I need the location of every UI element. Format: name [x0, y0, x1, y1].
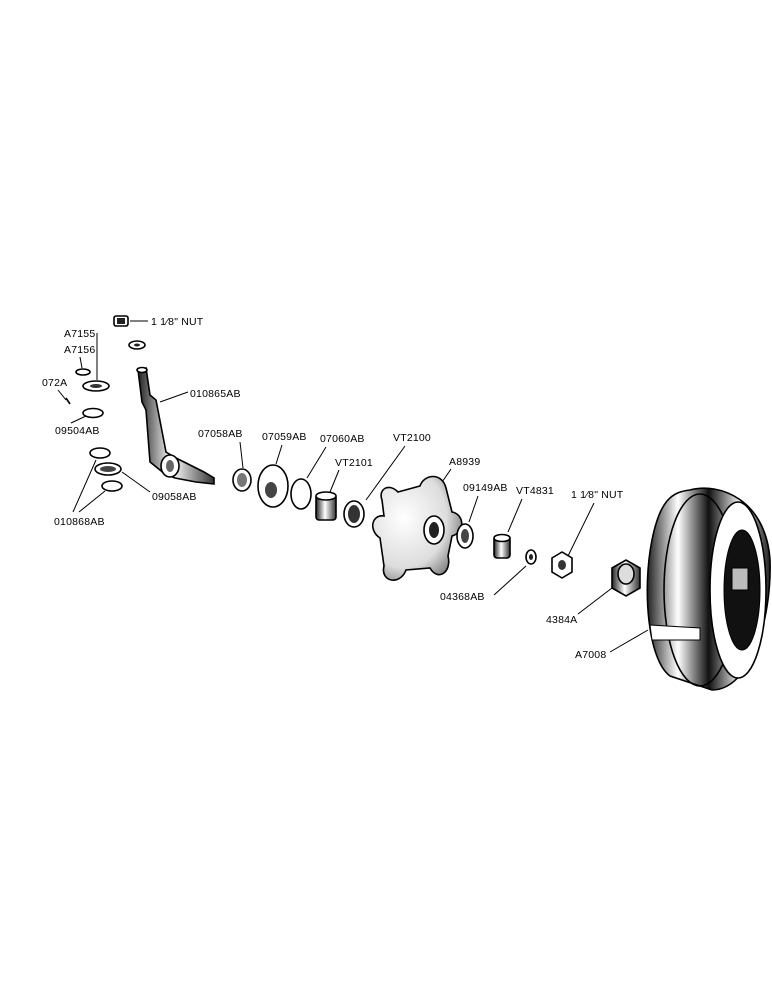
04368ab-leader	[493, 565, 527, 596]
nut-right-part	[551, 551, 573, 579]
010865ab-label: 010865AB	[190, 388, 241, 400]
07060ab-leader	[306, 446, 327, 479]
4384a-cap-part	[611, 559, 641, 597]
09058ab-leader	[121, 471, 151, 493]
vt4831-label: VT4831	[516, 485, 554, 497]
07060ab-label: 07060AB	[320, 433, 365, 445]
vt4831-leader	[507, 498, 523, 533]
09149ab-label: 09149AB	[463, 482, 508, 494]
07059ab-retainer-hole	[265, 482, 277, 498]
spindle-part	[136, 366, 215, 485]
04368ab-washer-hole	[529, 554, 533, 560]
top-washer-hole	[134, 343, 140, 347]
a8939-label: A8939	[449, 456, 480, 468]
a7156-label: A7156	[64, 344, 95, 356]
vt4831-bearing-part	[493, 533, 511, 559]
a8939-hub-part	[372, 475, 463, 581]
nut-top-label: 1 1⁄8" NUT	[151, 316, 204, 328]
09504ab-label: 09504AB	[55, 425, 100, 437]
010868ab-leader-a	[72, 459, 97, 513]
010865ab-leader	[159, 391, 189, 403]
vt2101-leader	[329, 469, 340, 493]
010868ab-leader-b	[78, 490, 106, 513]
09058ab-label: 09058AB	[152, 491, 197, 503]
a7008-label: A7008	[575, 649, 606, 661]
072a-label: 072A	[42, 377, 67, 389]
07058ab-seal-hole	[237, 473, 247, 487]
nut-right-label: 1 1⁄8" NUT	[571, 489, 624, 501]
09504ab-ring-part	[82, 407, 104, 419]
07058ab-label: 07058AB	[198, 428, 243, 440]
09058ab-hole	[100, 466, 116, 472]
4384a-label: 4384A	[546, 614, 577, 626]
07060ab-gasket-part	[290, 478, 312, 510]
09149ab-cup-hole	[461, 529, 469, 543]
vt2100-leader	[365, 445, 406, 501]
07058ab-leader	[239, 441, 244, 469]
a7008-leader	[609, 629, 649, 653]
a7008-wheel-part	[646, 487, 771, 691]
010868ab-top-part	[89, 447, 111, 459]
09504ab-leader	[70, 415, 87, 424]
nut-right-leader	[567, 502, 595, 557]
072a-pin-part	[65, 397, 71, 405]
09149ab-leader	[468, 495, 479, 523]
vt2101-label: VT2101	[335, 457, 373, 469]
07059ab-label: 07059AB	[262, 431, 307, 443]
07059ab-leader	[275, 444, 283, 465]
010868ab-bottom-part	[101, 480, 123, 492]
a7156-leader	[79, 356, 83, 369]
4384a-leader	[577, 587, 613, 615]
072a-leader	[57, 389, 67, 401]
a7155-washer-hole	[90, 384, 102, 388]
vt2100-label: VT2100	[393, 432, 431, 444]
04368ab-label: 04368AB	[440, 591, 485, 603]
010868ab-label: 010868AB	[54, 516, 105, 528]
a7155-label: A7155	[64, 328, 95, 340]
vt2101-bearing-part	[315, 491, 337, 521]
top-nut-part	[113, 315, 129, 327]
vt2100-cup-hole	[348, 505, 360, 523]
a7156-washer-part	[75, 368, 91, 376]
